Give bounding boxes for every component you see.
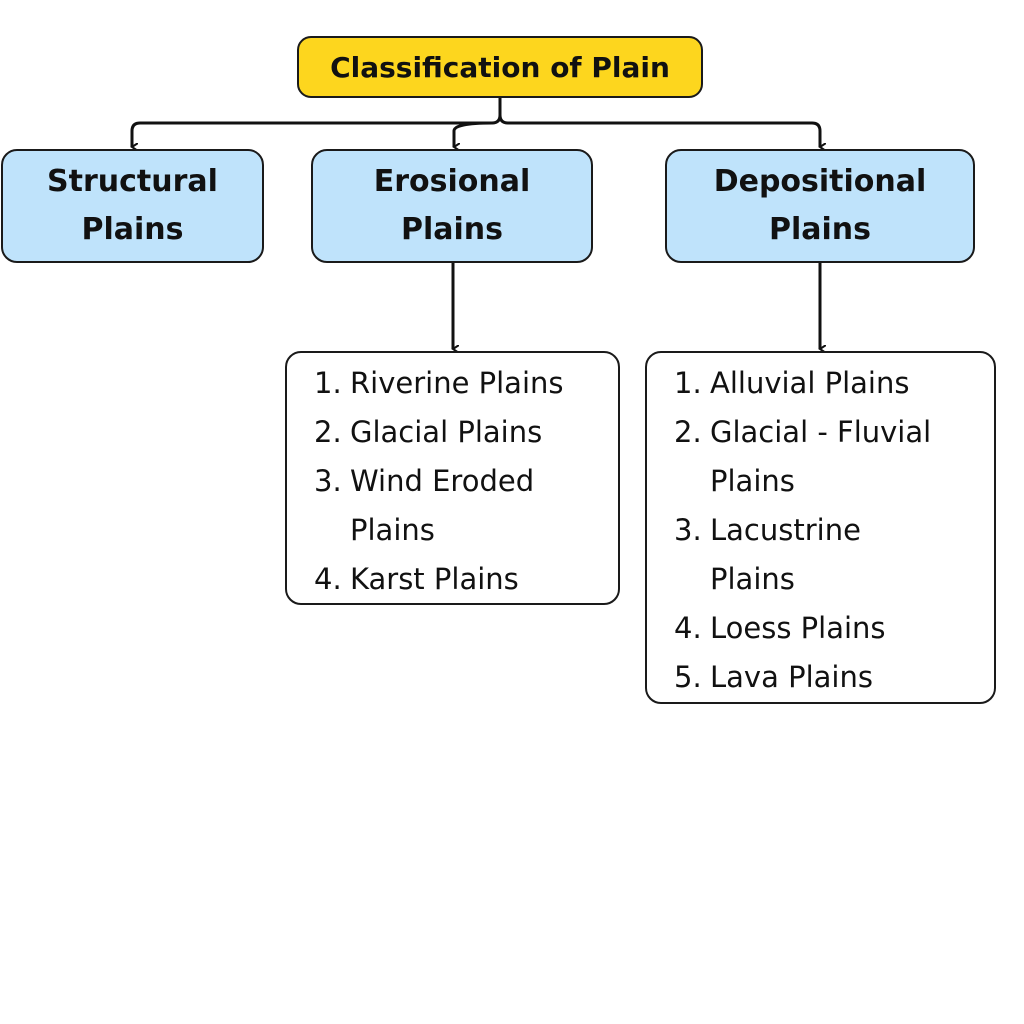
category-label: Plains <box>400 212 503 247</box>
list-item: 2.Glacial - Fluvial Plains <box>674 415 932 498</box>
list-item: 3.Wind Eroded Plains <box>314 464 535 547</box>
category-label: Plains <box>768 212 871 247</box>
root-node: Classification of Plain <box>297 36 703 98</box>
arrow-to-erosional <box>454 121 493 147</box>
root-title: Classification of Plain <box>330 50 670 84</box>
category-label: Erosional <box>373 164 531 199</box>
category-label: Structural <box>47 164 218 199</box>
list-item: 4.Karst Plains <box>314 562 519 596</box>
list-item: 5.Lava Plains <box>674 660 873 694</box>
list-item: 1.Riverine Plains <box>314 366 564 400</box>
list-item: 2.Glacial Plains <box>314 415 543 449</box>
category-label: Depositional <box>713 164 927 199</box>
category-label: Plains <box>81 212 184 247</box>
erosional-list: 1.Riverine Plains 2.Glacial Plains 3.Win… <box>285 351 620 605</box>
list-item: 3.Lacustrine Plains <box>674 513 861 596</box>
brace-connector <box>132 98 502 147</box>
list-item: 4.Loess Plains <box>674 611 886 645</box>
arrow-to-depositional <box>498 114 820 147</box>
depositional-list: 1.Alluvial Plains 2.Glacial - Fluvial Pl… <box>645 351 996 704</box>
list-item: 1.Alluvial Plains <box>674 366 910 400</box>
